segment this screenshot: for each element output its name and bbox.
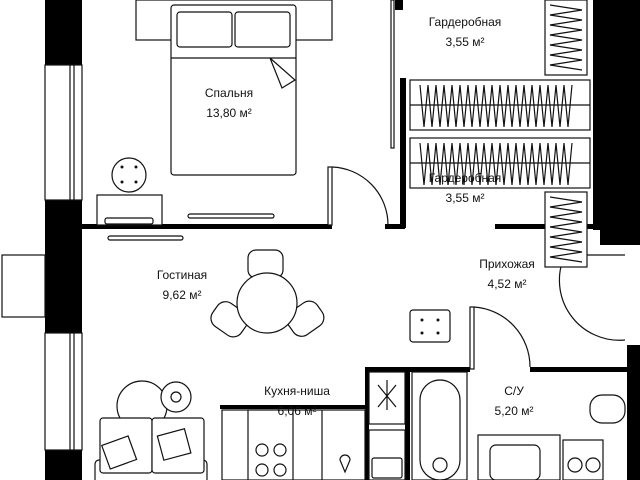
room-area: 3,55 м²	[445, 191, 485, 205]
room-label-bedroom: Спальня 13,80 м²	[205, 86, 253, 120]
room-name: Прихожая	[479, 257, 535, 271]
room-area: 13,80 м²	[206, 106, 252, 120]
bed	[135, 0, 333, 176]
room-name: Спальня	[204, 86, 254, 100]
room-area: 6,06 м²	[277, 404, 317, 418]
room-name: Кухня-ниша	[264, 384, 330, 398]
room-label-wardrobe-2: Гардеробная 3,55 м²	[429, 171, 502, 205]
room-label-living-room: Гостиная 9,62 м²	[157, 268, 207, 302]
doors	[327, 0, 626, 370]
wardrobe-shelves	[409, 0, 591, 268]
room-area: 5,20 м²	[494, 404, 534, 418]
bedroom-furniture	[96, 157, 275, 241]
room-name: С/У	[504, 384, 524, 398]
living-furniture	[94, 380, 208, 480]
room-area: 3,55 м²	[445, 35, 485, 49]
room-name: Гардеробная	[428, 15, 502, 29]
room-label-kitchen-niche: Кухня-ниша 6,06 м²	[264, 384, 330, 418]
room-label-wardrobe-1: Гардеробная 3,55 м²	[429, 15, 502, 49]
room-name: Гардеробная	[428, 171, 502, 185]
dining-table	[210, 249, 325, 338]
windows	[1, 64, 83, 451]
room-area: 9,62 м²	[162, 288, 202, 302]
room-label-bathroom: С/У 5,20 м²	[495, 384, 534, 418]
room-label-hallway: Прихожая 4,52 м²	[479, 257, 535, 291]
kitchen-units	[221, 309, 451, 480]
bathroom-fixtures	[411, 371, 626, 480]
room-area: 4,52 м²	[487, 277, 527, 291]
room-name: Гостиная	[156, 268, 208, 282]
